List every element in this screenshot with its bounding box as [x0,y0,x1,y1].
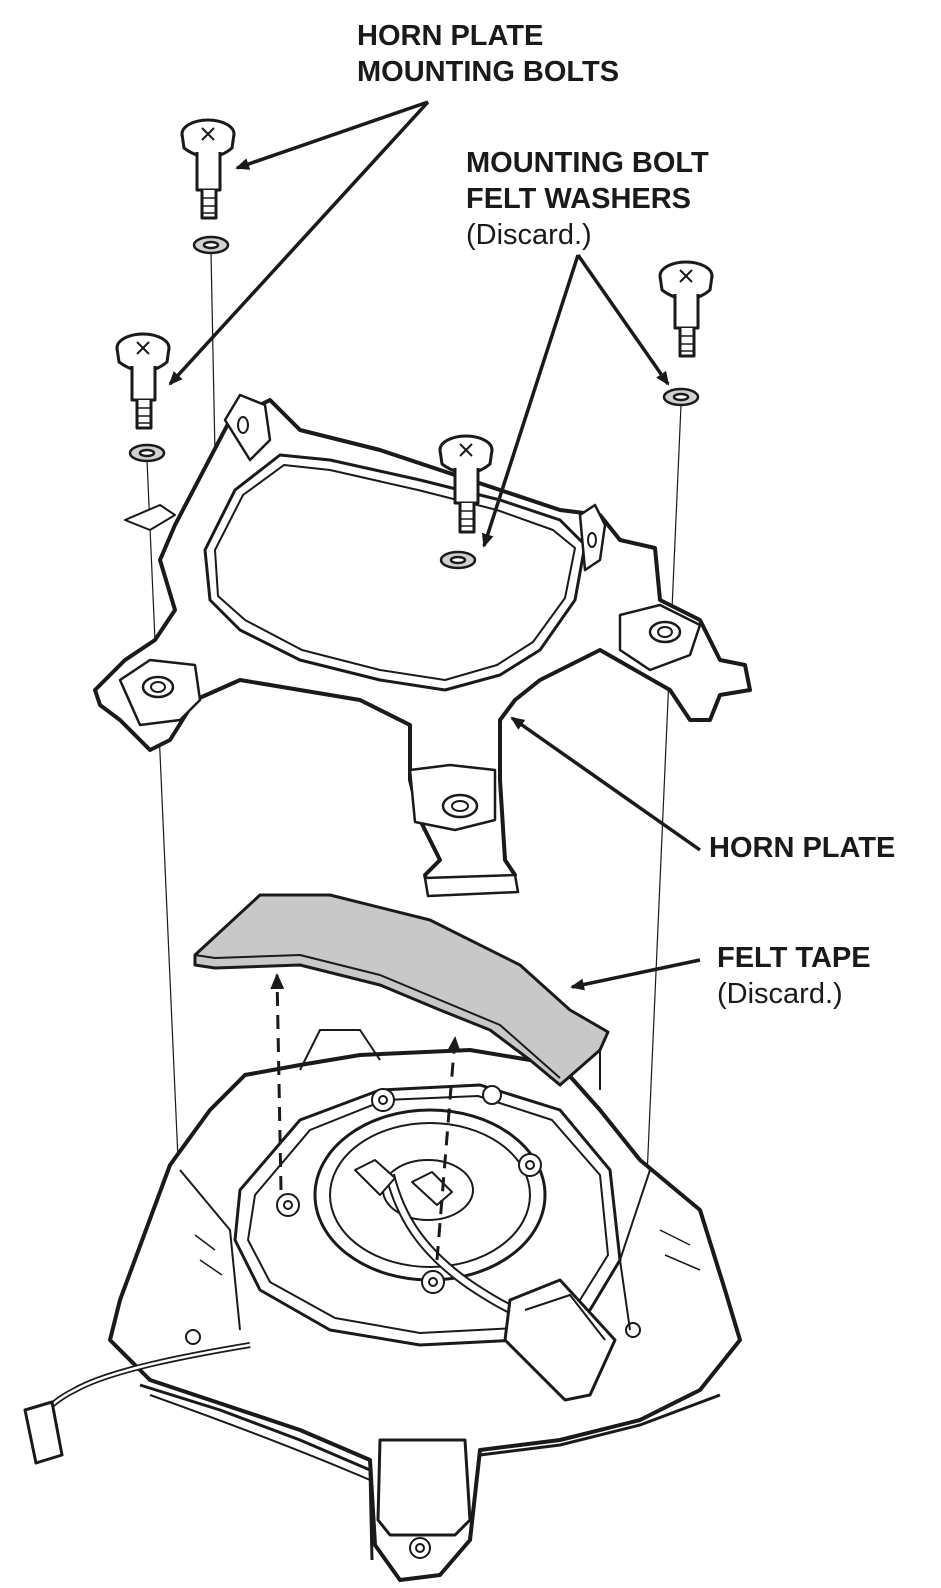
callout-text: FELT TAPE [717,942,871,974]
callout-text: FELT WASHERS [466,183,692,215]
position-arrows [270,973,461,1261]
callout-note: (Discard.) [466,219,592,251]
connector-icon [503,1278,617,1402]
callout-horn-plate-mounting-bolts: HORN PLATE MOUNTING BOLTS [357,18,619,90]
callout-text: MOUNTING BOLTS [357,56,620,88]
steering-hub [23,1029,742,1582]
washer-icon [192,235,230,255]
washer-icon [128,443,166,463]
felt-tape [193,893,610,1087]
callout-felt-washers: MOUNTING BOLT FELT WASHERS (Discard.) [466,145,709,253]
leader-arrows [168,100,702,991]
callout-felt-tape: FELT TAPE (Discard.) [717,940,871,1012]
bolt-icon [658,260,714,358]
callout-text: MOUNTING BOLT [466,147,709,179]
bolt-icon [438,434,494,534]
washer-icon [439,550,477,570]
horn-plate [93,393,752,898]
washer-icon [662,387,700,407]
bolt-icon [115,332,171,430]
bolt-icon [180,118,236,220]
callout-note: (Discard.) [717,978,843,1010]
callout-text: HORN PLATE [357,20,544,52]
callout-text: HORN PLATE [709,832,896,864]
callout-horn-plate: HORN PLATE [709,830,895,866]
